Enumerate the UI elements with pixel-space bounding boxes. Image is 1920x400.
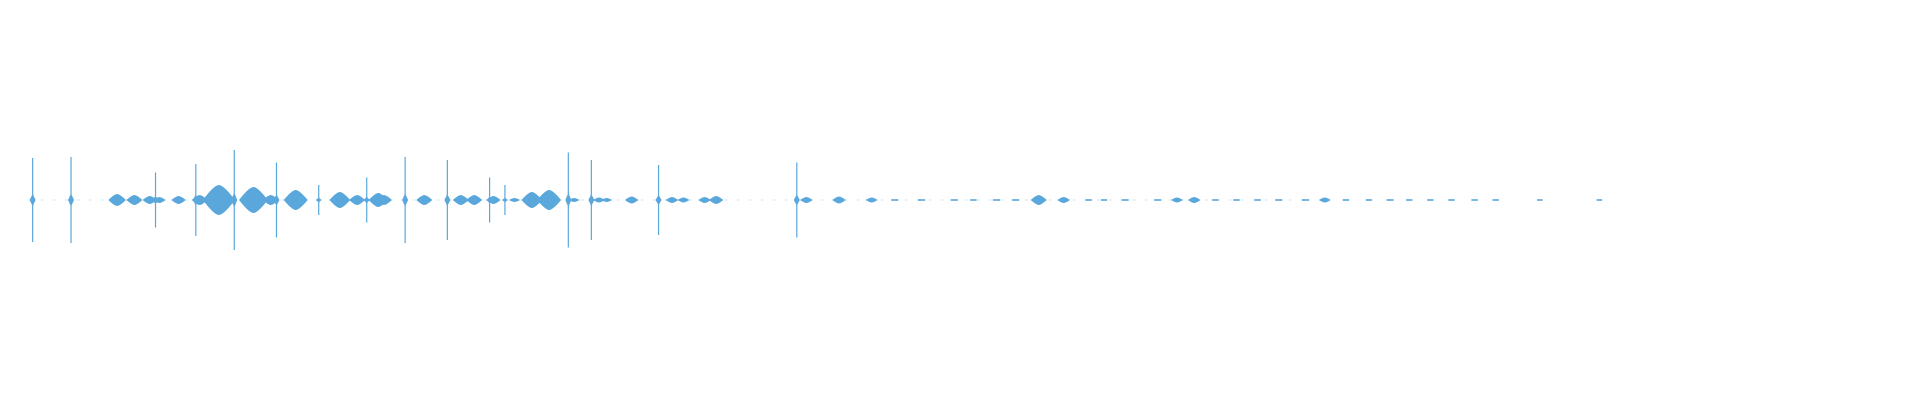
waveform-blob: [1030, 195, 1047, 205]
waveform-spike-body: [29, 193, 36, 207]
waveform-dash: [1212, 199, 1219, 201]
waveform-blob: [202, 185, 235, 215]
waveform-dash: [1100, 199, 1108, 201]
waveform-blob: [283, 190, 308, 210]
waveform-blob: [708, 196, 724, 204]
waveform-blob: [142, 196, 157, 204]
waveform-dash: [970, 199, 977, 201]
waveform-dash: [1596, 199, 1603, 201]
waveform-spike-body: [231, 192, 238, 208]
waveform-spike-body: [588, 194, 595, 206]
waveform-spike-body: [501, 197, 508, 203]
waveform-dash: [1386, 199, 1394, 201]
waveform-dash: [1406, 199, 1413, 201]
waveform-dash: [1085, 199, 1092, 201]
waveform-dash: [1012, 199, 1020, 201]
waveform-blob: [126, 195, 143, 205]
waveform-dash: [1537, 199, 1543, 201]
waveform-blob: [800, 197, 813, 203]
waveform-dash: [1254, 199, 1261, 201]
waveform-blob: [349, 195, 366, 205]
waveform-blob: [452, 195, 469, 205]
waveform-dash: [1427, 199, 1434, 201]
waveform-dash: [1154, 199, 1162, 201]
waveform-blob: [677, 197, 690, 203]
waveform-dash: [1302, 199, 1310, 201]
waveform-blob: [486, 196, 501, 204]
waveform-blob: [568, 198, 580, 202]
waveform-dash: [1121, 199, 1129, 201]
waveform-spike-body: [363, 196, 370, 204]
waveform-spike-body: [273, 194, 280, 206]
waveform-dash: [1233, 199, 1240, 201]
waveform-blob: [416, 195, 433, 205]
waveform-blob: [1170, 197, 1183, 203]
waveform-spike-body: [402, 193, 409, 207]
waveform-blob: [191, 195, 208, 205]
waveform-blob: [239, 187, 268, 213]
waveform-blob: [521, 192, 543, 208]
waveform-spike-body: [793, 194, 800, 206]
waveform-blob: [329, 192, 351, 208]
waveform-blob: [152, 197, 166, 203]
waveform-blob: [108, 194, 126, 206]
waveform-dash: [1448, 199, 1455, 201]
waveform-blob: [262, 195, 279, 205]
waveform-blob: [698, 197, 712, 203]
waveform-dash: [1275, 199, 1283, 201]
waveform-blob: [537, 190, 562, 210]
waveform-blob: [1187, 197, 1201, 203]
waveform-blob: [171, 196, 186, 204]
waveform-blob: [376, 195, 392, 205]
waveform-dash: [1342, 199, 1350, 201]
waveform-blob: [665, 197, 679, 203]
waveform-blob: [466, 195, 483, 205]
waveform-dash: [1365, 199, 1373, 201]
waveform-blob: [624, 196, 639, 204]
waveform-dash: [918, 199, 926, 201]
waveform-blob: [832, 196, 846, 204]
waveform-spike-body: [315, 197, 322, 203]
waveform-blob: [601, 198, 613, 202]
waveform-blob: [508, 198, 521, 202]
waveform-spike-body: [68, 193, 75, 207]
waveform-dash: [992, 199, 1001, 201]
waveform-spike-body: [655, 194, 662, 206]
waveform-blob: [1318, 197, 1331, 203]
waveform-dash: [950, 199, 958, 201]
waveform-spike-body: [444, 194, 451, 206]
waveform-dash: [1492, 199, 1499, 201]
waveform-blob: [593, 197, 606, 203]
waveform-dash: [1471, 199, 1478, 201]
waveform-dash: [891, 199, 899, 201]
waveform-blob: [865, 197, 878, 203]
waveform-spike-body: [565, 192, 572, 208]
waveform-bursts: [29, 150, 1603, 250]
waveform-blob: [1057, 197, 1071, 203]
